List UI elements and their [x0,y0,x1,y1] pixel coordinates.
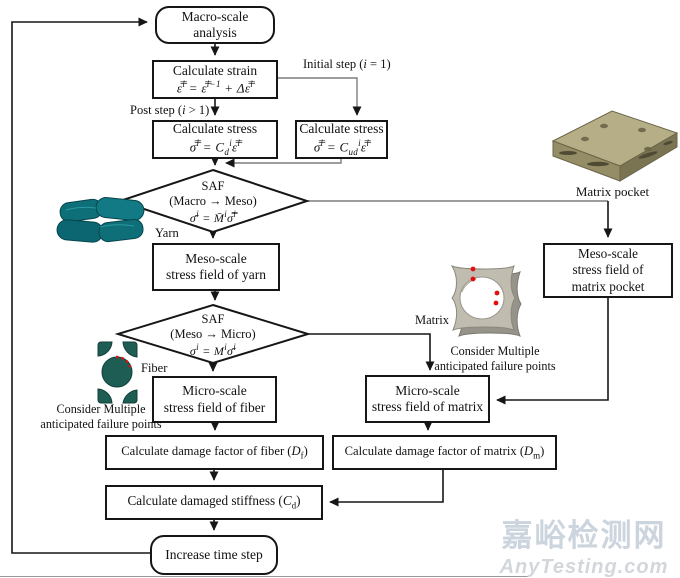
node-damage-factor-fiber: Calculate damage factor of fiber (Df) [105,435,324,470]
node-label: Calculate damage factor of matrix (Dm) [344,443,545,461]
decision-title: SAF [201,179,225,194]
connector-loop-back [11,17,150,554]
node-label: stress field of [572,262,644,278]
annotation-line: anticipated failure points [434,358,556,373]
node-calculate-strain: Calculate strain ε̿i = ε̿i−1 + Δε̿i [152,60,278,99]
connector-pocket-matrixbox [496,298,609,405]
annotation-fiber: Fiber [141,361,168,375]
node-label: Calculate strain [172,62,258,78]
annotation-consider-failure-left: Consider Multiple anticipated failure po… [28,402,174,431]
node-label: stress field of matrix [371,399,484,414]
annotation-line: Consider Multiple [450,344,540,358]
connector-strain-stressud [278,77,362,116]
node-label: stress field of fiber [163,399,266,415]
fiber-failure-arc [115,355,133,370]
annotation-yarn: Yarn [155,226,179,240]
annotation-matrix: Matrix [415,313,450,327]
decision-subtitle: (Macro → Meso) [169,193,257,208]
connector-saf2-matrixbox [308,333,435,371]
node-label: analysis [193,25,237,40]
annotation-consider-failure-right: Consider Multiple anticipated failure po… [420,344,570,373]
edge-label-post-step: Post step (i > 1) [130,103,210,117]
node-damaged-stiffness: Calculate damaged stiffness (Cd) [105,485,323,520]
connector-stressud-merge [225,158,342,168]
node-label: stress field of yarn [165,267,267,282]
edge-label-initial-step: Initial step (i = 1) [303,57,391,71]
node-macro-scale-analysis: Macro-scale analysis [155,6,275,44]
strain-equation: ε̿i = ε̿i−1 + Δε̿i [176,79,254,96]
decision-saf-meso-micro: SAF (Meso → Micro) σi = Miσ̄i [133,307,293,363]
node-label: Meso-scale [185,250,247,266]
node-label: Calculate stress [299,121,384,137]
node-micro-stress-fiber: Micro-scale stress field of fiber [152,376,277,423]
diamond-saf-meso-micro [114,303,312,365]
matrix-image [450,264,522,337]
matrix-pocket-image [551,110,679,182]
decision-title: SAF [201,312,225,327]
node-label: Meso-scale [577,246,639,262]
node-meso-stress-matrix-pocket: Meso-scale stress field of matrix pocket [543,243,673,298]
decision-saf-macro-meso: SAF (Macro → Meso) σ̄i = M̄iσ̿i [133,174,293,230]
annotation-line: Consider Multiple [56,402,146,416]
node-label: Micro-scale [395,382,460,398]
node-calculate-stress-undamaged: Calculate stress σ̿i = Cudiε̿i [295,120,388,159]
node-label: Increase time step [165,546,263,562]
node-label: Calculate stress [172,121,258,137]
node-calculate-stress-damaged: Calculate stress σ̿i = Cdiε̿i [152,120,278,159]
fiber-image [97,341,138,404]
stress-undamaged-equation: σ̿i = Cudiε̿i [313,137,370,157]
node-increase-time-step: Increase time step [150,535,278,575]
annotation-matrix-pocket: Matrix pocket [575,184,650,199]
node-meso-stress-yarn: Meso-scale stress field of yarn [152,243,280,291]
diamond-saf-macro-meso [116,168,311,234]
annotation-line: anticipated failure points [40,416,162,431]
node-micro-stress-matrix: Micro-scale stress field of matrix [365,375,490,423]
decision-subtitle: (Meso → Micro) [170,326,256,341]
node-label: Calculate damaged stiffness (Cd) [127,493,301,511]
saf2-equation: σi = Miσ̄i [189,341,237,358]
connector-damagem-stiffness [329,470,444,507]
node-label: Micro-scale [182,383,247,399]
node-label: matrix pocket [571,278,645,294]
node-label: Calculate damage factor of fiber (Df) [121,443,308,461]
saf1-equation: σ̄i = M̄iσ̿i [189,208,237,225]
matrix-failure-points [470,266,500,306]
stress-damaged-equation: σ̿i = Cdiε̿i [189,137,241,157]
node-label: Macro-scale [181,8,249,24]
yarn-image [56,197,145,243]
node-damage-factor-matrix: Calculate damage factor of matrix (Dm) [332,435,557,470]
